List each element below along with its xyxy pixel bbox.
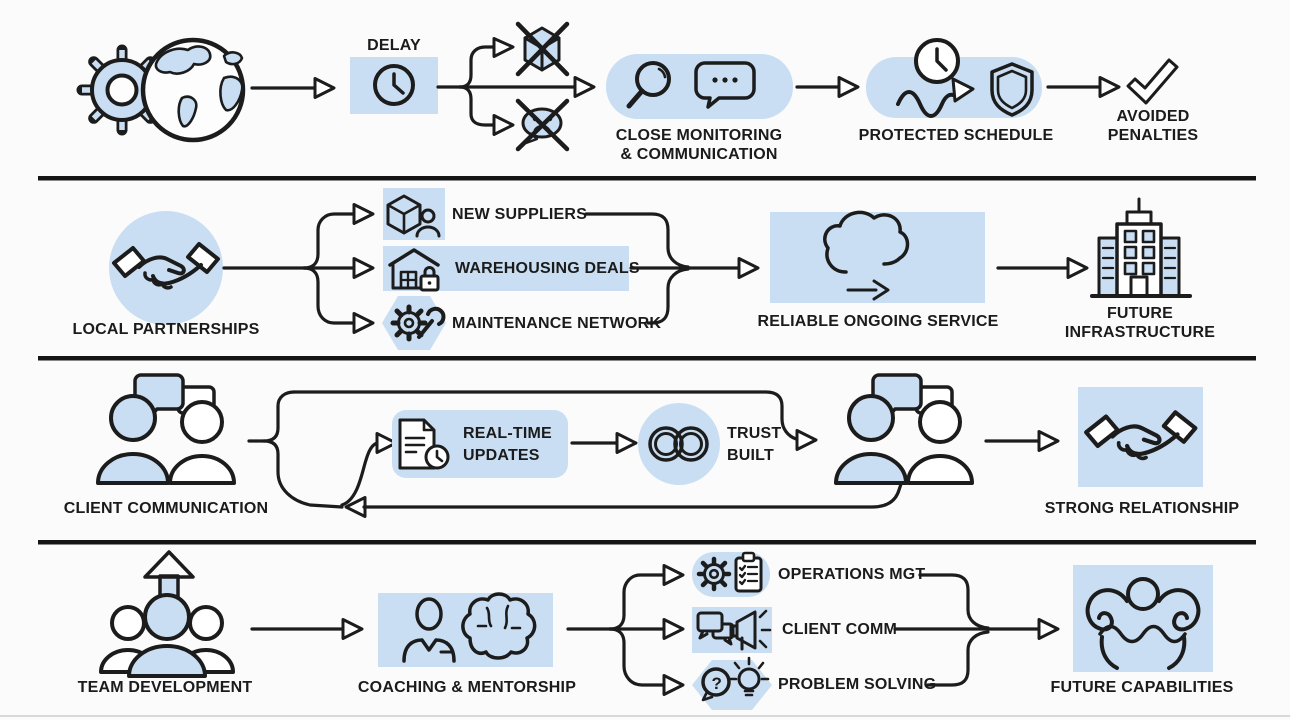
bottom-edge-line	[0, 715, 1290, 717]
delay-node	[350, 57, 438, 114]
gear-icon	[696, 556, 732, 592]
updates-label-1: REAL-TIME	[463, 425, 552, 442]
infrastructure-label-1: FUTURE	[1106, 305, 1174, 322]
team-growth-icon	[99, 550, 235, 678]
gear-wrench-icon	[390, 304, 446, 342]
penalties-label-2: PENALTIES	[1107, 127, 1199, 144]
package-person-icon	[386, 194, 441, 238]
warehousing-node	[383, 246, 629, 292]
team-development-label: TEAM DEVELOPMENT	[77, 679, 253, 696]
crossed-complaint-icon	[515, 98, 570, 152]
cloud-arrow-icon	[823, 210, 910, 301]
row-divider-3	[38, 540, 1256, 545]
operations-node	[692, 551, 770, 597]
mentor-icon	[402, 597, 456, 663]
suppliers-node	[383, 188, 445, 240]
chat-dots-icon	[694, 61, 756, 109]
capabilities-node	[1073, 565, 1213, 672]
relationship-label: STRONG RELATIONSHIP	[1044, 500, 1240, 517]
problem-solving-label: PROBLEM SOLVING	[778, 676, 937, 693]
monitoring-label-1: CLOSE MONITORING	[615, 127, 783, 144]
merge-lines-row4	[893, 573, 1060, 687]
trust-node	[638, 403, 720, 485]
partnerships-label: LOCAL PARTNERSHIPS	[72, 321, 260, 338]
magnifier-icon	[626, 61, 671, 109]
wavy-arrow-icon	[896, 77, 975, 118]
megaphone-icon	[729, 609, 772, 651]
shield-icon	[990, 62, 1034, 117]
monitoring-node	[606, 54, 793, 119]
coaching-node	[378, 592, 553, 667]
crossed-shipment-icon	[515, 21, 570, 77]
branch-lines-row2	[222, 203, 375, 334]
clock-icon	[914, 38, 960, 84]
schedule-node	[866, 38, 1042, 118]
arrowhead	[1066, 257, 1089, 279]
monitoring-label-2: & COMMUNICATION	[620, 146, 778, 163]
problem-solving-node: ?	[692, 656, 772, 710]
checkmark-icon	[1126, 58, 1179, 105]
row-divider-1	[38, 176, 1256, 181]
operations-label: OPERATIONS MGT	[778, 566, 926, 583]
relationship-node	[1078, 387, 1203, 487]
warehousing-label: WAREHOUSING DEALS	[455, 260, 640, 277]
maintenance-label: MAINTENANCE NETWORK	[452, 315, 662, 332]
penalties-label-1: AVOIDED	[1116, 108, 1190, 125]
service-label: RELIABLE ONGOING SERVICE	[757, 313, 999, 330]
schedule-label: PROTECTED SCHEDULE	[858, 127, 1054, 144]
updates-node	[392, 410, 568, 478]
client-comm-label: CLIENT COMM	[782, 621, 898, 638]
maintenance-node	[382, 296, 446, 350]
lightbulb-icon	[728, 656, 770, 697]
branch-lines-row4	[566, 564, 685, 696]
trust-label-2: BUILT	[727, 447, 774, 464]
trust-label-1: TRUST	[727, 425, 782, 442]
arrowhead	[837, 76, 860, 98]
arrowhead	[1037, 430, 1060, 452]
building-icon	[1090, 197, 1192, 298]
brain-icon	[461, 592, 537, 660]
row-divider-2	[38, 356, 1256, 361]
arrowhead	[615, 432, 638, 454]
updates-label-2: UPDATES	[463, 447, 540, 464]
delay-label: DELAY	[367, 37, 421, 54]
client-communication-label: CLIENT COMMUNICATION	[63, 500, 269, 517]
coaching-label: COACHING & MENTORSHIP	[357, 679, 577, 696]
service-node	[770, 210, 985, 303]
clock-icon	[373, 64, 415, 106]
gear-globe-icon	[76, 37, 246, 143]
people-chat-icon	[834, 373, 974, 485]
checklist-icon	[734, 551, 763, 593]
arrowhead	[341, 618, 364, 640]
suppliers-label: NEW SUPPLIERS	[452, 206, 588, 223]
arrowhead	[313, 77, 336, 99]
strength-icon	[1085, 577, 1201, 670]
chat-bubbles-icon	[696, 611, 735, 646]
client-comm-node	[692, 607, 772, 653]
document-clock-icon	[398, 418, 450, 470]
branch-lines-row1	[436, 37, 596, 136]
arrowhead	[1098, 76, 1121, 98]
people-chat-icon	[96, 373, 236, 485]
question-mark: ?	[712, 674, 722, 693]
loop-lines-row3	[247, 390, 904, 518]
capabilities-label: FUTURE CAPABILITIES	[1050, 679, 1234, 696]
rings-icon	[648, 426, 709, 462]
partnership-node	[109, 211, 223, 325]
infrastructure-label-2: INFRASTRUCTURE	[1064, 324, 1216, 341]
warehouse-lock-icon	[388, 248, 440, 292]
merge-lines-row2	[584, 212, 760, 325]
question-bubble-icon: ?	[701, 667, 731, 702]
